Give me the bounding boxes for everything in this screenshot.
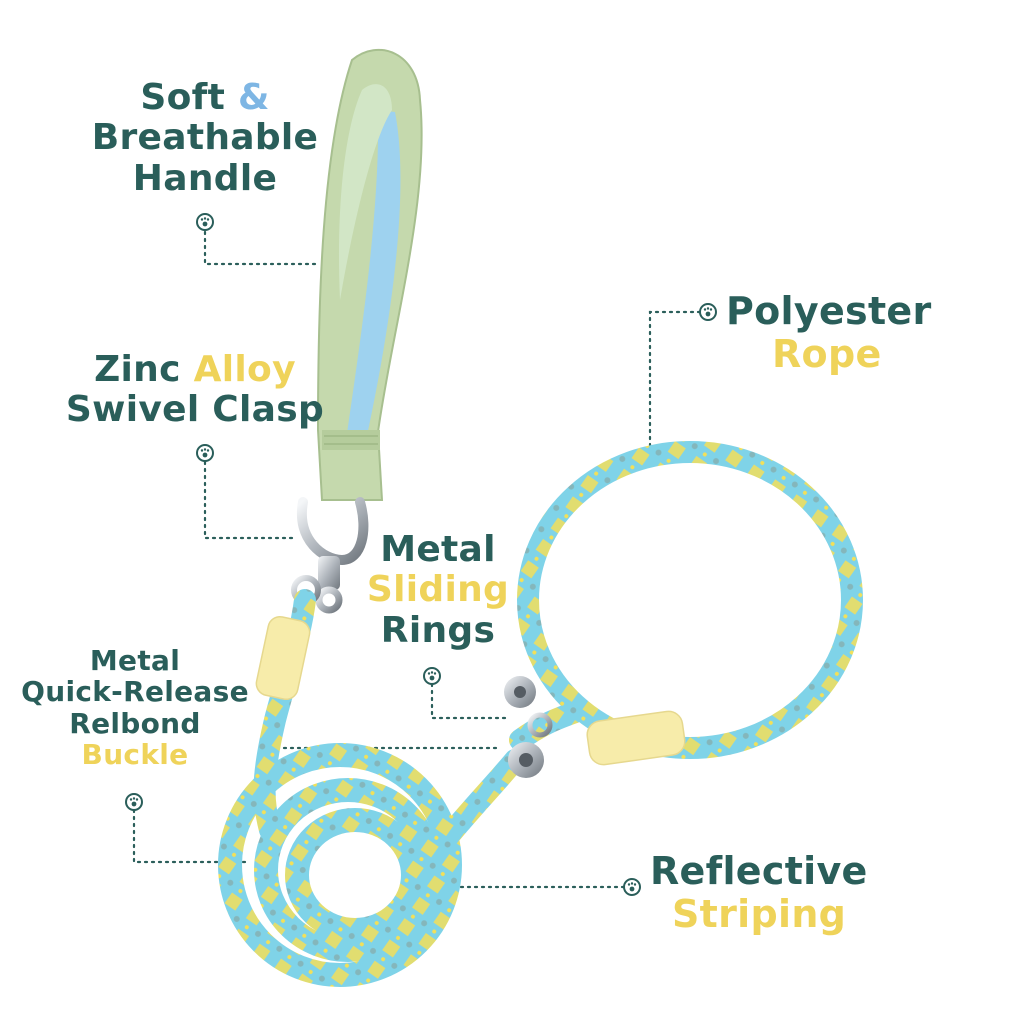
leader-clasp (203, 460, 295, 540)
leader-buckle (132, 808, 250, 864)
buckle-line3: Relbond (69, 706, 201, 740)
rings-line3: Rings (380, 609, 496, 651)
handle-inner-mesh (338, 84, 392, 301)
buckle-line1: Metal (89, 644, 181, 677)
rings-line1: Metal (380, 529, 496, 570)
paw-icon (699, 303, 717, 321)
label-reflective: Reflective Striping (650, 850, 910, 935)
paw-icon (196, 444, 214, 462)
leader-rope (648, 310, 702, 464)
handle-word-soft: Soft (140, 77, 226, 118)
label-rings: Metal Sliding Rings (348, 529, 528, 651)
paw-icons (125, 213, 717, 896)
handle-line2: Breathable (91, 117, 319, 159)
buckle-line4: Buckle (81, 738, 189, 772)
sleeves (255, 615, 686, 766)
sleeve-upper (255, 615, 311, 701)
label-clasp: Zinc Alloy Swivel Clasp (50, 349, 340, 431)
sliding-rings (504, 676, 553, 778)
label-handle: Soft & Breathable Handle (60, 77, 350, 199)
reflective-line2: Striping (672, 891, 847, 936)
rope-line2: Rope (772, 331, 882, 376)
label-buckle: Metal Quick-Release Relbond Buckle (10, 644, 260, 772)
reflective-line1: Reflective (650, 849, 868, 893)
leader-handle (203, 230, 320, 266)
handle-stitch-band (322, 430, 380, 450)
sleeve-collar (586, 710, 686, 766)
paw-icon (623, 878, 641, 896)
clasp-word-alloy: Alloy (193, 349, 296, 390)
handle (316, 48, 423, 501)
clasp-line2: Swivel Clasp (65, 389, 325, 431)
handle-blue-strip (346, 110, 401, 440)
clasp-word-zinc: Zinc (94, 349, 181, 390)
leader-rings (430, 682, 510, 720)
handle-word-amp: & (237, 77, 270, 118)
paw-icon (196, 213, 214, 231)
label-rope: Polyester Rope (726, 290, 966, 375)
paw-icon (125, 793, 143, 811)
rings-line2: Sliding (366, 569, 510, 611)
rope-line1: Polyester (726, 289, 932, 333)
paw-icon (423, 667, 441, 685)
buckle-line2: Quick-Release (21, 675, 249, 709)
rope (218, 441, 863, 987)
handle-line3: Handle (132, 157, 278, 199)
